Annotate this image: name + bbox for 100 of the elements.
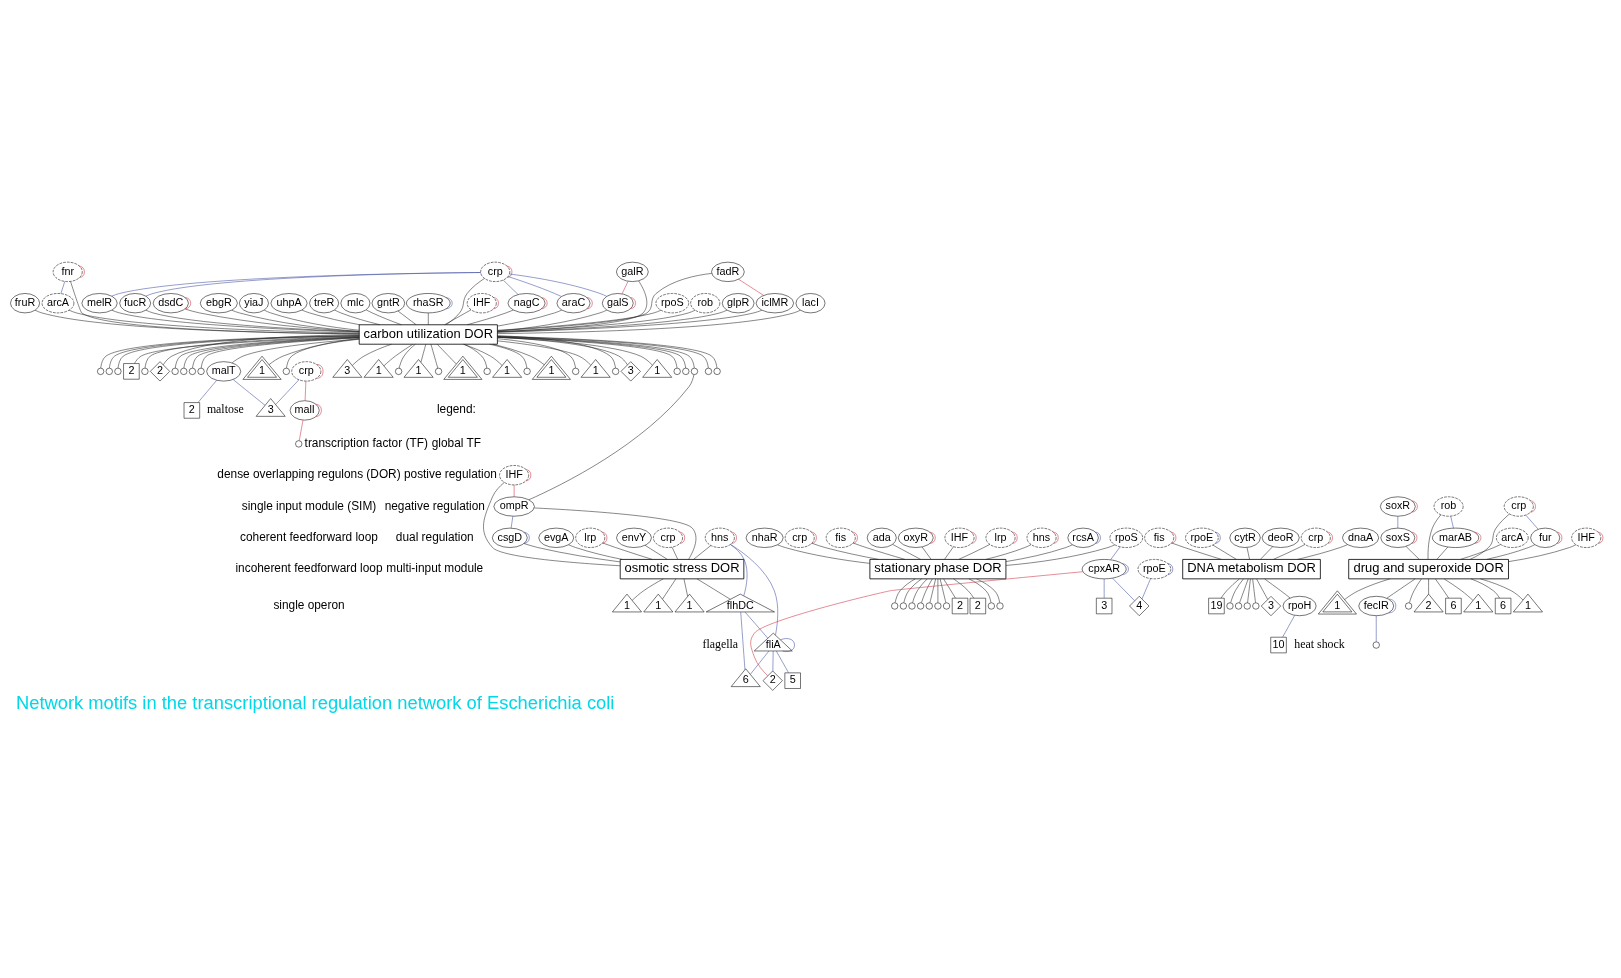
connector	[943, 578, 956, 598]
connector	[630, 296, 636, 309]
connector	[738, 278, 764, 296]
connector	[352, 343, 392, 366]
connector	[509, 273, 607, 297]
node-circle	[188, 367, 196, 375]
node-ellipse: ompR	[493, 496, 535, 516]
legend-label: dense overlapping regulons (DOR)	[217, 466, 401, 481]
connector	[921, 546, 932, 559]
connector	[1273, 543, 1306, 560]
node-ellipse: IHF	[499, 464, 529, 485]
node-ellipse: uhpA	[270, 292, 308, 313]
node-circle	[180, 367, 188, 375]
node-ellipse: marAB	[1432, 527, 1479, 548]
connector	[1388, 598, 1397, 613]
connector	[492, 343, 545, 365]
node-ellipse: fruR	[10, 292, 40, 313]
connector	[298, 419, 304, 441]
connector	[1005, 544, 1116, 566]
connector	[1470, 578, 1500, 598]
connector	[744, 611, 768, 638]
connector	[892, 543, 921, 560]
node-ellipse: gntR	[371, 292, 405, 313]
connector	[1435, 578, 1449, 598]
connector	[1170, 531, 1177, 544]
node-ellipse: treR	[309, 292, 339, 313]
node-ellipse: malT	[206, 360, 241, 381]
node-ellipse: iclMR	[755, 292, 794, 313]
connector	[970, 531, 977, 544]
connector	[275, 379, 300, 405]
connector	[968, 578, 992, 603]
connector	[1110, 546, 1121, 560]
label: heat shock	[1294, 636, 1345, 651]
connector	[731, 531, 737, 544]
connector	[1428, 578, 1429, 594]
node-box: carbon utilization DOR	[358, 323, 498, 345]
connector	[316, 363, 324, 379]
connector	[497, 334, 616, 368]
connector	[445, 277, 485, 325]
node-ellipse: ada	[866, 527, 897, 548]
node-circle	[943, 602, 951, 609]
connector	[301, 309, 361, 325]
connector	[1214, 531, 1221, 544]
connector	[852, 531, 858, 544]
connector	[1405, 545, 1420, 560]
legend-label: coherent feedforward loop	[240, 529, 378, 544]
connector	[1282, 614, 1295, 637]
connector	[1411, 531, 1418, 544]
connector	[1095, 531, 1101, 544]
connector	[1252, 578, 1256, 603]
diagram-title: Network motifs in the transcriptional regulation network of Escherichia coli	[15, 691, 615, 713]
node-ellipse: nhaR	[745, 527, 784, 548]
node-ellipse: yiaJ	[239, 292, 269, 313]
connector	[134, 336, 360, 364]
legend-label: dual regulation	[395, 529, 474, 544]
node-circle	[572, 367, 580, 375]
label: maltose	[206, 401, 244, 416]
node-ellipse: melR	[81, 292, 118, 313]
node-circle	[934, 602, 942, 609]
connector	[1171, 542, 1222, 560]
connector	[497, 337, 576, 368]
connector	[79, 265, 85, 278]
connector	[777, 544, 870, 564]
node-diamond: 2	[762, 670, 783, 691]
node-circle	[673, 367, 681, 375]
node-circle	[1252, 602, 1260, 609]
node-ellipse: rob	[690, 292, 721, 313]
node-circle	[114, 367, 122, 375]
connector	[232, 378, 266, 406]
node-circle	[395, 367, 403, 375]
connector	[1480, 578, 1524, 600]
connector	[1486, 543, 1536, 560]
connector	[497, 309, 801, 334]
connector	[1450, 515, 1454, 528]
connector	[1005, 543, 1073, 562]
connector	[730, 543, 779, 635]
connector	[1375, 614, 1377, 642]
connector	[268, 337, 360, 365]
legend-label: incoherent feedforward loop	[235, 560, 383, 575]
connector	[1297, 543, 1348, 560]
node-circle	[1243, 602, 1251, 609]
node-circle	[704, 367, 712, 375]
connector	[750, 650, 770, 674]
legend-label: multi-input module	[386, 560, 484, 575]
node-circle	[690, 367, 698, 375]
connector	[60, 280, 66, 294]
node-diamond: 3	[1261, 595, 1281, 616]
connector	[1460, 543, 1501, 560]
node-ellipse: dnaA	[1342, 527, 1379, 548]
connector	[525, 468, 532, 481]
connector	[1344, 578, 1391, 600]
connector	[497, 340, 592, 365]
connector	[1141, 577, 1151, 599]
node-circle	[899, 602, 907, 609]
connector	[776, 650, 789, 673]
node-ellipse: rpoS	[655, 292, 689, 313]
connector	[185, 296, 191, 309]
connector	[1264, 578, 1291, 598]
node-circle	[908, 602, 916, 609]
node-circle	[1235, 602, 1243, 609]
